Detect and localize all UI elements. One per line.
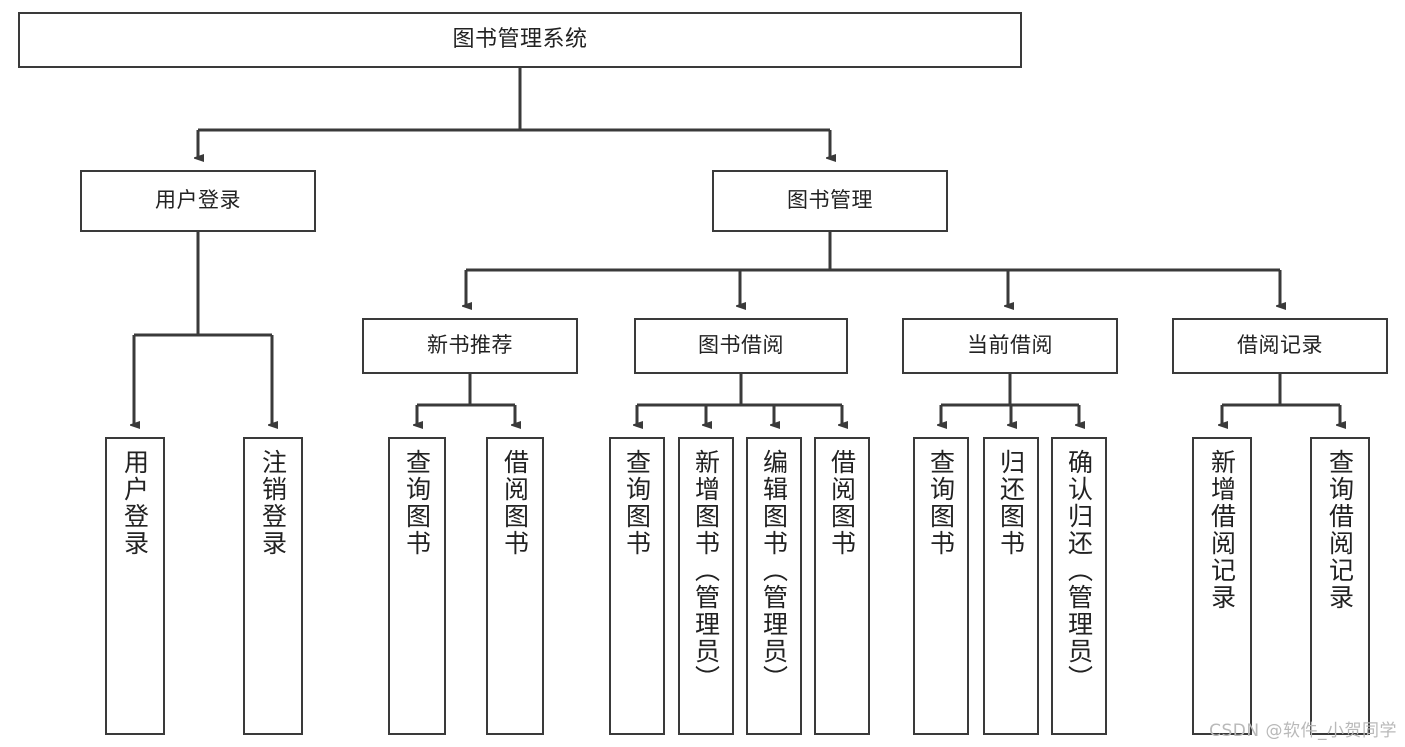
- node-new-book-recommend[interactable]: 新书推荐: [362, 318, 578, 374]
- node-leaf-query-borrow-record[interactable]: 查询借阅记录: [1310, 437, 1370, 735]
- csdn-watermark: CSDN @软件_小贺同学: [1209, 721, 1397, 741]
- node-leaf-edit-book-label: 编辑图书（管理员）: [759, 449, 789, 692]
- node-leaf-query-book-3[interactable]: 查询图书: [913, 437, 969, 735]
- node-root[interactable]: 图书管理系统: [18, 12, 1022, 68]
- node-leaf-logout-label: 注销登录: [258, 449, 288, 557]
- node-leaf-user-login-label: 用户登录: [120, 449, 150, 557]
- node-leaf-user-login[interactable]: 用户登录: [105, 437, 165, 735]
- node-book-manage[interactable]: 图书管理: [712, 170, 948, 232]
- node-leaf-return-book[interactable]: 归还图书: [983, 437, 1039, 735]
- node-leaf-logout[interactable]: 注销登录: [243, 437, 303, 735]
- node-leaf-add-book[interactable]: 新增图书（管理员）: [678, 437, 734, 735]
- node-book-borrow[interactable]: 图书借阅: [634, 318, 848, 374]
- node-leaf-add-borrow-record[interactable]: 新增借阅记录: [1192, 437, 1252, 735]
- node-leaf-query-book-1-label: 查询图书: [402, 449, 432, 557]
- node-new-book-recommend-label: 新书推荐: [427, 333, 513, 358]
- node-user-login-label: 用户登录: [155, 188, 241, 213]
- node-leaf-confirm-return-label: 确认归还（管理员）: [1064, 449, 1094, 692]
- node-leaf-confirm-return[interactable]: 确认归还（管理员）: [1051, 437, 1107, 735]
- node-book-manage-label: 图书管理: [787, 188, 873, 213]
- node-root-label: 图书管理系统: [452, 26, 588, 52]
- node-leaf-add-book-label: 新增图书（管理员）: [691, 449, 721, 692]
- node-borrow-record[interactable]: 借阅记录: [1172, 318, 1388, 374]
- node-leaf-borrow-book-1-label: 借阅图书: [500, 449, 530, 557]
- node-current-borrow-label: 当前借阅: [967, 333, 1053, 358]
- node-leaf-query-borrow-record-label: 查询借阅记录: [1325, 449, 1355, 611]
- node-leaf-borrow-book-1[interactable]: 借阅图书: [486, 437, 544, 735]
- node-current-borrow[interactable]: 当前借阅: [902, 318, 1118, 374]
- node-leaf-add-borrow-record-label: 新增借阅记录: [1207, 449, 1237, 611]
- node-leaf-edit-book[interactable]: 编辑图书（管理员）: [746, 437, 802, 735]
- node-leaf-query-book-2-label: 查询图书: [622, 449, 652, 557]
- node-leaf-borrow-book-2-label: 借阅图书: [827, 449, 857, 557]
- node-leaf-borrow-book-2[interactable]: 借阅图书: [814, 437, 870, 735]
- node-leaf-return-book-label: 归还图书: [996, 449, 1026, 557]
- node-book-borrow-label: 图书借阅: [698, 333, 784, 358]
- node-leaf-query-book-1[interactable]: 查询图书: [388, 437, 446, 735]
- node-user-login[interactable]: 用户登录: [80, 170, 316, 232]
- node-leaf-query-book-3-label: 查询图书: [926, 449, 956, 557]
- node-leaf-query-book-2[interactable]: 查询图书: [609, 437, 665, 735]
- node-borrow-record-label: 借阅记录: [1237, 333, 1323, 358]
